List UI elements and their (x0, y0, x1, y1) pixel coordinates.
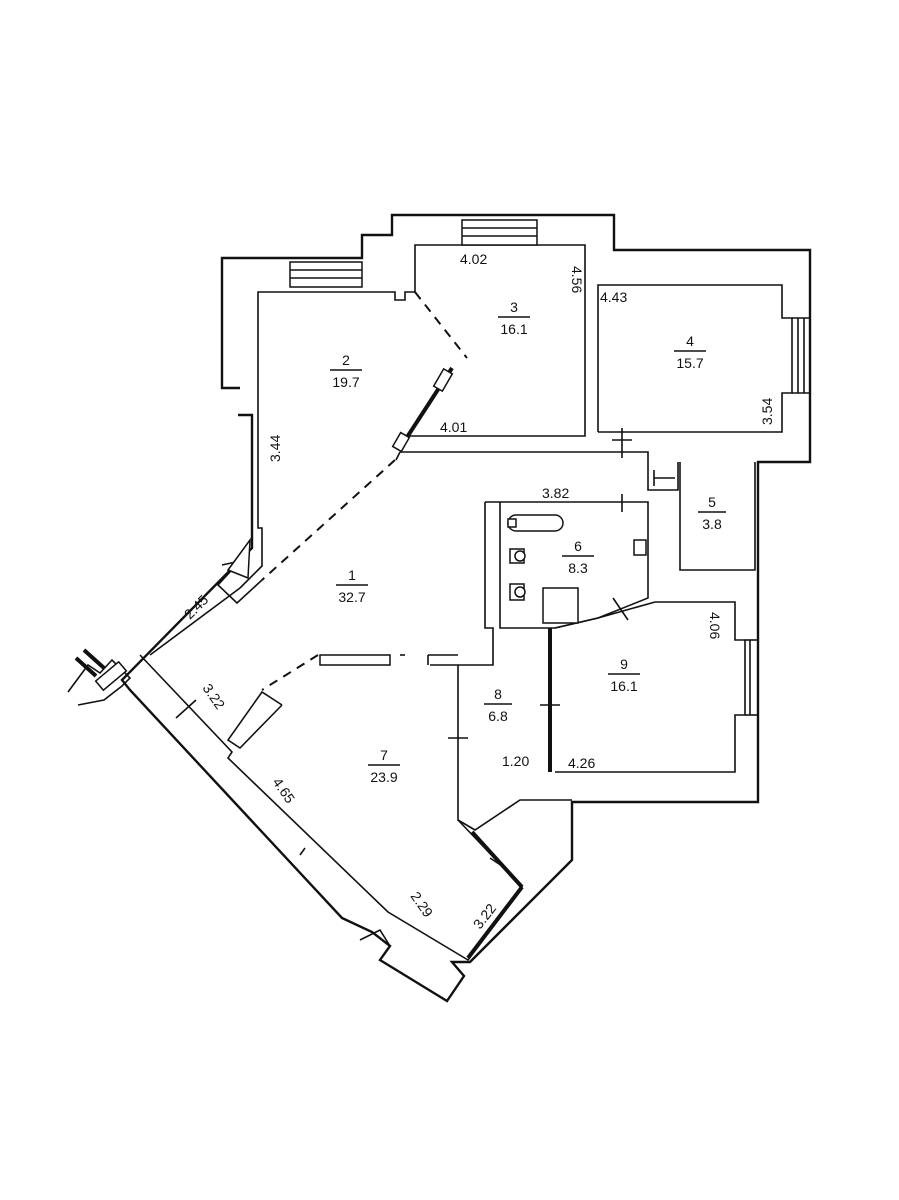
room-3-area: 16.1 (500, 321, 527, 337)
room-2-area: 19.7 (332, 374, 359, 390)
room-4-number: 4 (686, 333, 694, 349)
dashed-openings (261, 291, 468, 691)
dim-room7-left: 3.22 (200, 681, 229, 713)
room-6-area: 8.3 (568, 560, 588, 576)
room-1-number: 1 (348, 567, 356, 583)
room-7-area: 23.9 (370, 769, 397, 785)
dim-room4-width: 4.43 (600, 289, 627, 305)
doors (175, 366, 675, 871)
dim-room9-height: 4.06 (707, 612, 723, 639)
room-7-number: 7 (380, 747, 388, 763)
room-8-number: 8 (494, 686, 502, 702)
room-1-area: 32.7 (338, 589, 365, 605)
bathroom-fixtures (221, 514, 647, 624)
room-labels: 2 19.7 3 16.1 4 15.7 5 3.8 6 8.3 1 32.7 … (330, 299, 726, 785)
dim-room6-width: 3.82 (542, 485, 569, 501)
entrance (67, 648, 132, 706)
dim-room7-right: 3.22 (470, 900, 500, 931)
dim-room7-bottom: 2.29 (408, 889, 437, 921)
dim-room9-width: 4.26 (568, 755, 595, 771)
dim-room2-bottom: 4.01 (440, 419, 467, 435)
room-5-area: 3.8 (702, 516, 722, 532)
dim-room4-height: 3.54 (759, 398, 775, 425)
bottom-notch (299, 847, 391, 947)
dimensions: 4.02 4.56 4.01 3.44 4.43 3.54 3.82 4.06 … (181, 251, 775, 932)
dim-room8-width: 1.20 (502, 753, 529, 769)
outer-walls (120, 213, 812, 1003)
dim-room3-height: 4.56 (569, 266, 585, 293)
room-9-area: 16.1 (610, 678, 637, 694)
dim-corridor-width: 2.45 (181, 591, 212, 622)
room-4-area: 15.7 (676, 355, 703, 371)
room-6-number: 6 (574, 538, 582, 554)
room-9-number: 9 (620, 656, 628, 672)
dim-room2-height: 3.44 (267, 435, 283, 462)
room-3-number: 3 (510, 299, 518, 315)
interior-walls (139, 451, 758, 962)
room-5-number: 5 (708, 494, 716, 510)
room-8-area: 6.8 (488, 708, 508, 724)
room-2-number: 2 (342, 352, 350, 368)
dim-room3-width: 4.02 (460, 251, 487, 267)
